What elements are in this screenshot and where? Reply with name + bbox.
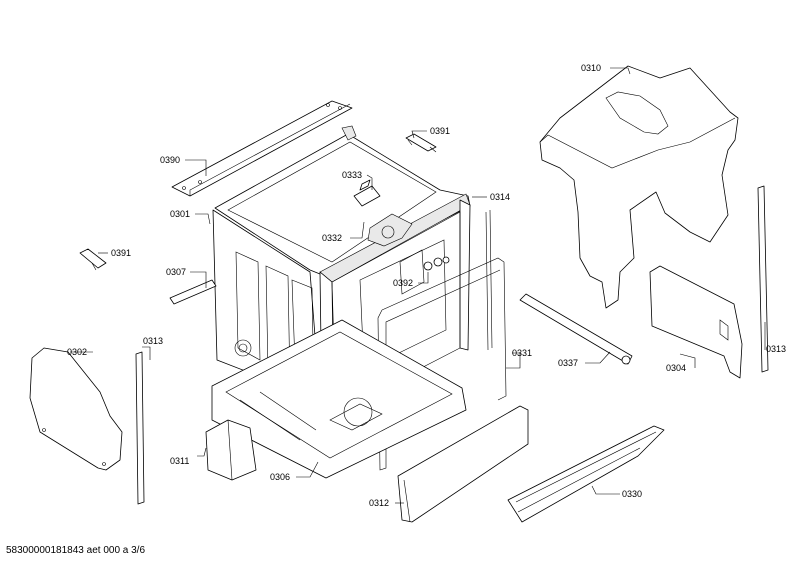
label-0312: 0312 (369, 498, 389, 508)
part-0331-door-gasket (377, 257, 507, 471)
label-0390: 0390 (160, 155, 180, 165)
document-id-footer: 58300000181843 aet 000 a 3/6 (6, 545, 146, 556)
part-0313-strip-right (757, 185, 769, 373)
label-0311: 0311 (170, 456, 189, 466)
label-0392: 0392 (393, 278, 413, 288)
part-0391-bracket-left (79, 248, 107, 271)
part-0310-top-insulation-cover (539, 65, 739, 309)
part-0390-top-rail (171, 100, 353, 197)
part-0312-kick-plate (397, 405, 529, 523)
label-0332: 0332 (322, 233, 342, 243)
part-0304-rear-panel (649, 265, 743, 379)
label-0391-right: 0391 (430, 126, 450, 136)
label-0337: 0337 (558, 358, 578, 368)
part-0307-rod (169, 279, 217, 305)
part-0337-tube (519, 293, 633, 365)
part-0302-side-panel (29, 347, 123, 471)
part-0311-foam-block (205, 419, 257, 481)
label-0330: 0330 (622, 489, 642, 499)
leader-lines (70, 67, 766, 504)
label-0333: 0333 (342, 170, 362, 180)
label-0331: 0331 (512, 348, 532, 358)
label-0310: 0310 (581, 63, 601, 73)
label-0304: 0304 (666, 363, 686, 373)
label-0301: 0301 (170, 209, 190, 219)
label-0391-left: 0391 (111, 248, 131, 258)
label-0307: 0307 (166, 267, 186, 277)
part-0313-strip-left (135, 351, 145, 505)
label-0302: 0302 (67, 347, 87, 357)
label-0314: 0314 (490, 192, 510, 202)
part-0306-base-tray (211, 319, 467, 479)
label-0313-right: 0313 (766, 344, 786, 354)
part-labels: 0310 0391 0390 0333 0314 0301 0332 0391 … (67, 63, 786, 508)
part-0391-bracket-right (405, 133, 437, 153)
part-0314-door-seal (485, 209, 493, 351)
label-0306: 0306 (270, 472, 290, 482)
part-0330-plinth (507, 425, 665, 523)
part-0392-fittings (423, 256, 450, 271)
label-0313-left: 0313 (143, 336, 163, 346)
